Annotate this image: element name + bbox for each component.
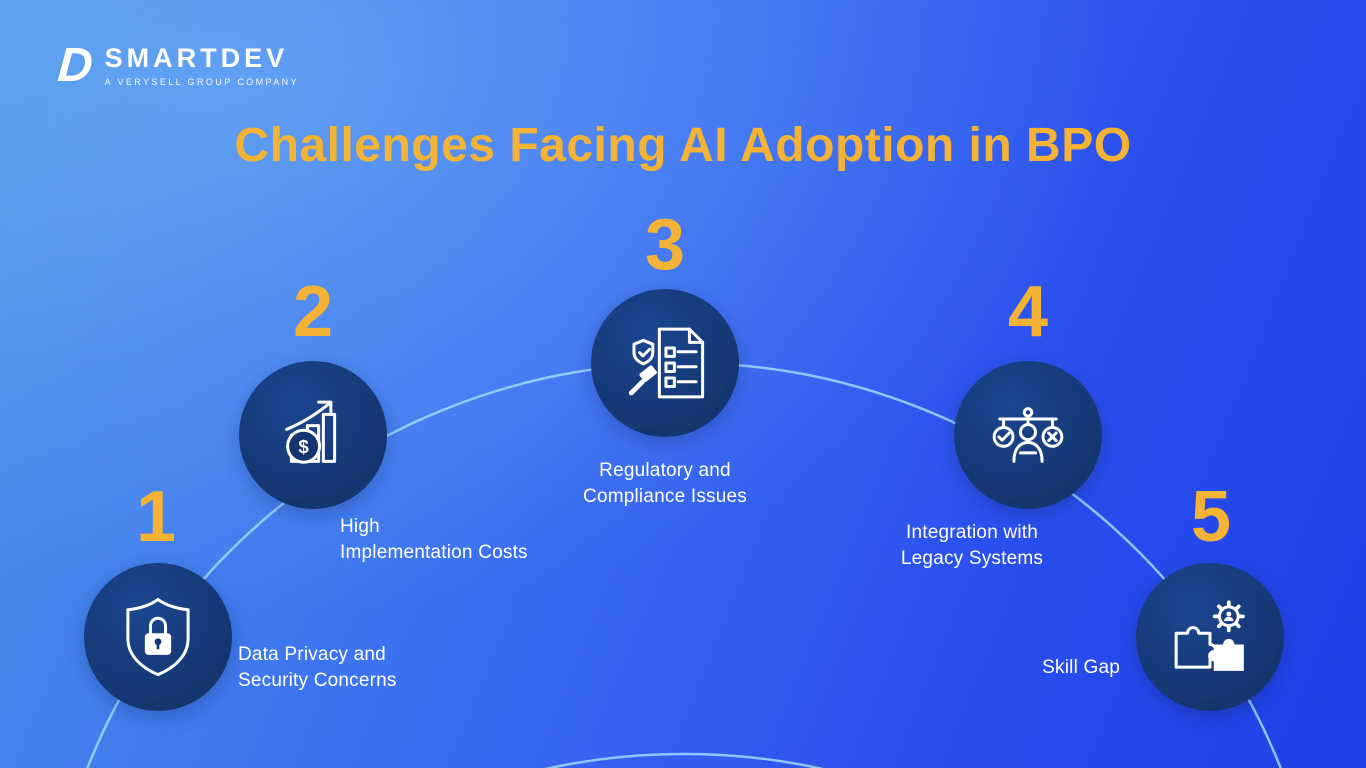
item-icon-circle — [1136, 563, 1284, 711]
brand-tagline: A Verysell Group Company — [104, 76, 299, 87]
growth-chart-cost-icon: $ — [285, 400, 337, 464]
item-number: 1 — [135, 477, 177, 557]
item-icon-circle — [84, 563, 232, 711]
svg-text:$: $ — [298, 436, 309, 457]
item-number: 5 — [1190, 477, 1232, 557]
shield-lock-icon — [126, 597, 190, 677]
brand-name: SMARTDEV — [104, 42, 289, 73]
item-number: 4 — [1007, 272, 1049, 352]
item-label: Regulatory and Compliance Issues — [583, 460, 747, 507]
smartdev-logo-icon: D — [56, 39, 95, 92]
item-number: 3 — [644, 205, 686, 285]
item-icon-circle — [591, 289, 739, 437]
page-title: Challenges Facing AI Adoption in BPO — [234, 119, 1132, 172]
brand-logo: D SMARTDEV A Verysell Group Company — [56, 39, 299, 92]
item-label: High Implementation Costs — [340, 516, 528, 563]
puzzle-gear-icon — [1174, 600, 1245, 671]
item-label: Data Privacy and Security Concerns — [238, 644, 397, 691]
item-icon-circle: $ — [239, 361, 387, 509]
balance-scale-icon — [992, 407, 1064, 463]
item-icon-circle — [954, 361, 1102, 509]
brand-text: SMARTDEV A Verysell Group Company — [104, 42, 299, 87]
compliance-document-icon — [628, 327, 705, 399]
item-label: Integration with Legacy Systems — [900, 522, 1044, 569]
item-label: Skill Gap — [1042, 657, 1120, 678]
item-number: 2 — [292, 272, 334, 352]
